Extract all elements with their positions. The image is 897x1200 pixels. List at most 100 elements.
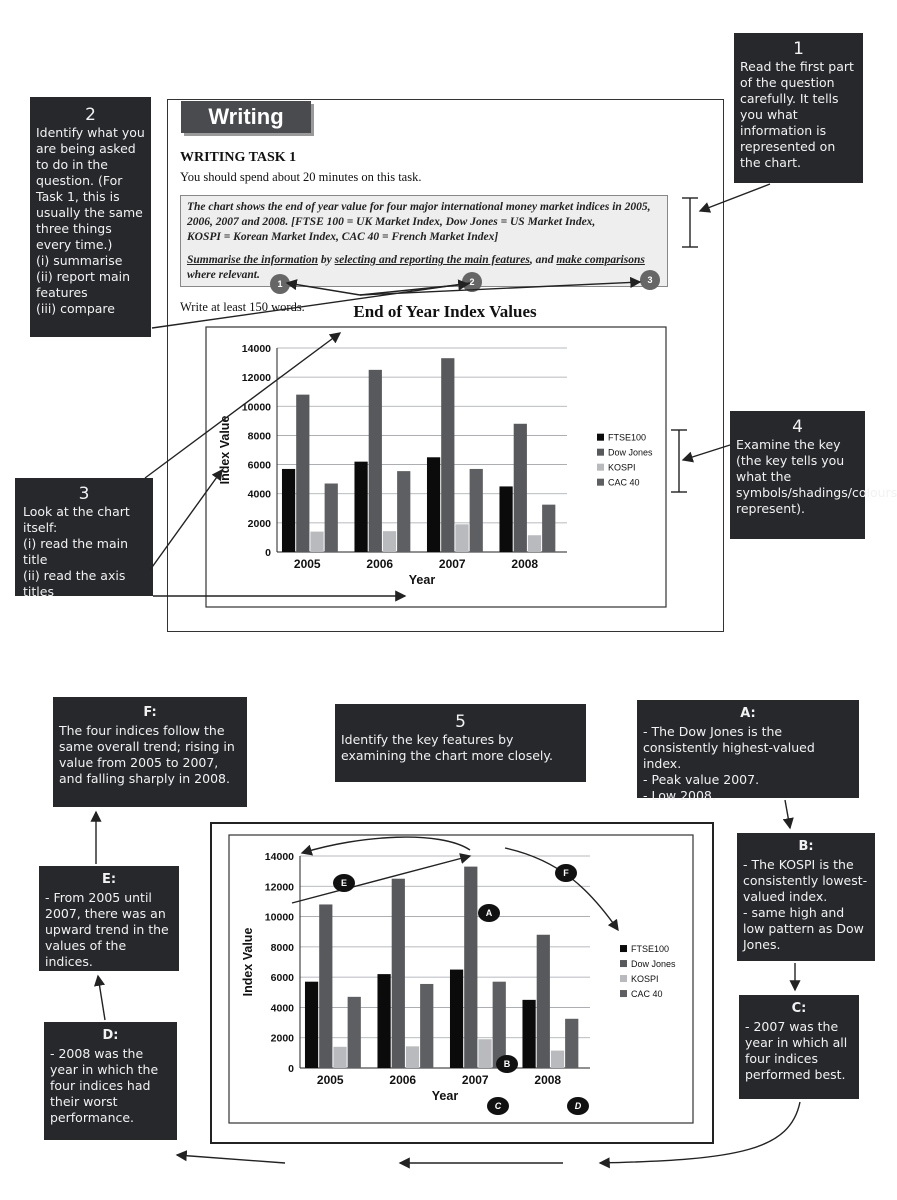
legend-label: KOSPI [631,974,659,984]
y-tick-label: 2000 [271,1033,295,1045]
note-1: 1 Read the first part of the question ca… [734,33,863,183]
prompt-line: The chart shows the end of year value fo… [187,201,651,213]
annotated-chart-frame [210,822,714,1144]
instruction-select: selecting and reporting the main feature… [334,254,530,266]
legend-label: CAC 40 [631,989,663,999]
arrow-to-d [175,1150,286,1164]
note-item: (ii) read the axis titles [23,568,126,599]
word-count-note: Write at least 150 words. [180,300,305,314]
note-heading: D: [102,1028,119,1043]
y-tick-label: 6000 [248,460,272,472]
note-2: 2 Identify what you are being asked to d… [30,97,151,337]
bar-chart-top: 0 2000 4000 6000 8000 10000 12000 14000 2005 2006… [205,326,667,608]
bar [391,878,405,1068]
note-item: - The KOSPI is the consistently lowest-v… [743,857,868,904]
instruction-summarise: Summarise the information [187,254,319,266]
bar [377,974,391,1068]
bar [536,934,550,1068]
y-tick-label: 10000 [265,912,294,924]
note-number: 1 [793,39,804,59]
note-heading: A: [740,706,756,721]
note-text: The four indices follow the same overall… [59,723,235,786]
x-tick-label: 2006 [366,557,393,571]
x-tick-label: 2005 [317,1073,344,1087]
note-number: 2 [85,105,96,125]
bar [464,866,478,1068]
bar [478,1039,492,1068]
bar [492,981,506,1068]
arrow-a-b [782,799,794,830]
note-text: - 2008 was the year in which the four in… [50,1046,159,1125]
note-item: (i) read the main title [23,536,129,567]
prompt-line: KOSPI = Korean Market Index, CAC 40 = Fr… [187,231,499,243]
legend-label: Dow Jones [608,448,653,458]
y-tick-label: 8000 [271,942,295,954]
marker-b: B [496,1055,518,1073]
instruction-text: by [318,254,335,266]
note-number: 4 [792,417,803,437]
x-axis-title: Year [432,1089,459,1103]
note-e: E: - From 2005 until 2007, there was an … [39,866,179,971]
legend-swatch [620,975,627,983]
bar [449,969,464,1068]
marker-a: A [478,904,500,922]
legend-swatch [620,945,627,953]
note-heading: B: [798,839,814,854]
y-tick-label: 10000 [242,401,271,413]
bar [382,531,397,552]
bar [426,457,441,552]
marker-d: D [567,1097,589,1115]
bar [397,471,411,552]
x-axis-title: Year [409,573,436,587]
note-text: Identify what you are being asked to do … [36,125,145,252]
note-3: 3 Look at the chart itself: (i) read the… [15,478,153,599]
bar [527,535,542,552]
y-tick-label: 4000 [248,489,272,501]
y-tick-label: 2000 [248,518,272,530]
y-tick-label: 12000 [265,881,294,893]
legend-swatch [597,448,604,456]
x-tick-label: 2006 [389,1073,416,1087]
note-c: C: - 2007 was the year in which all four… [739,995,859,1099]
y-tick-label: 8000 [248,430,272,442]
bar [441,358,455,552]
y-tick-label: 6000 [271,972,295,984]
y-tick-label: 0 [265,547,271,559]
note-item: - Peak value 2007. [643,772,760,787]
section-tab: Writing [181,101,311,133]
y-axis-title: Index Value [241,928,255,997]
note-item: (iii) compare [36,301,115,316]
bar [354,461,368,552]
y-tick-label: 12000 [242,372,271,384]
legend-label: Dow Jones [631,959,676,969]
note-4: 4 Examine the key (the key tells you wha… [730,411,897,539]
marker-circle-2: 2 [462,272,482,292]
bar [469,468,483,552]
arrow-d-e [94,974,106,1021]
note-f: F: The four indices follow the same over… [53,697,247,807]
note-b: B: - The KOSPI is the consistently lowes… [737,833,875,961]
x-tick-label: 2007 [462,1073,489,1087]
legend-swatch [597,478,604,486]
note-text: Look at the chart itself: [23,504,130,535]
instruction-compare: make comparisons [556,254,645,266]
y-tick-label: 14000 [242,343,271,355]
legend-label: KOSPI [608,463,636,473]
y-axis-title: Index Value [218,416,232,485]
y-tick-label: 14000 [265,851,294,863]
bar [324,483,338,552]
note-a: A: - The Dow Jones is the consistently h… [637,700,859,803]
bar [522,999,536,1068]
bar [296,394,310,552]
x-tick-label: 2007 [439,557,466,571]
legend-label: FTSE100 [631,944,669,954]
summarise-instruction: Summarise the information by selecting a… [187,253,661,268]
prompt-line: 2006, 2007 and 2008. [FTSE 100 = UK Mark… [187,216,596,228]
note-text: Identify the key features by examining t… [341,732,553,763]
bar [281,468,296,552]
x-tick-label: 2005 [294,557,321,571]
legend-swatch [620,960,627,968]
time-note: You should spend about 20 minutes on thi… [180,170,422,184]
legend-label: CAC 40 [608,478,640,488]
